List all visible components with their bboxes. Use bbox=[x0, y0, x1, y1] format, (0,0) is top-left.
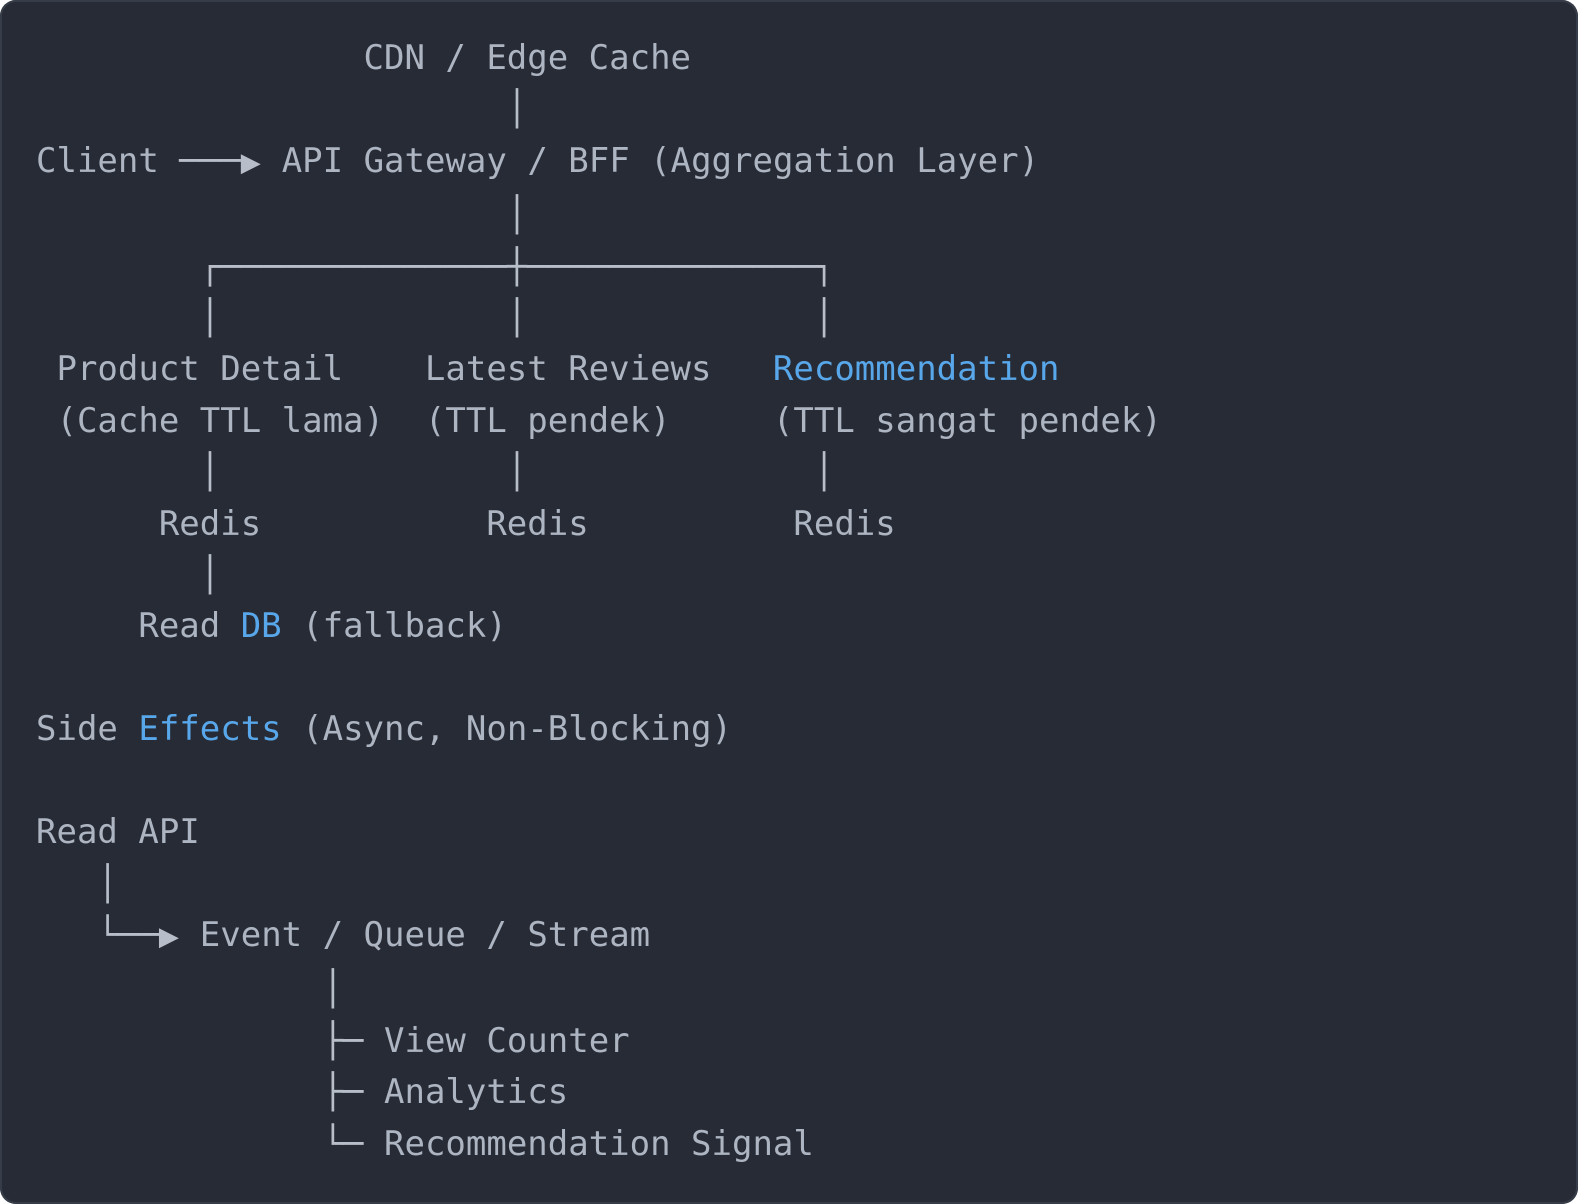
diagram-line bbox=[36, 756, 1162, 807]
diagram-line: │ bbox=[36, 550, 1162, 601]
arrowhead-icon: ▶ bbox=[158, 921, 179, 952]
diagram-line: Redis Redis Redis bbox=[36, 499, 1162, 550]
highlight-text: DB bbox=[240, 606, 282, 647]
diagram-line: Side Effects (Async, Non-Blocking) bbox=[36, 704, 1162, 755]
diagram-line: │ bbox=[36, 964, 1162, 1015]
diagram-text bbox=[36, 761, 56, 801]
arrowhead-icon: ▶ bbox=[240, 147, 261, 178]
diagram-text: View Counter bbox=[384, 1020, 630, 1061]
diagram-text: Client bbox=[36, 140, 180, 181]
diagram-text: Side bbox=[36, 709, 139, 750]
connector-glyphs: └── bbox=[36, 914, 159, 955]
connector-glyphs: ├─ bbox=[36, 1020, 384, 1061]
connector-glyphs: ├─ bbox=[36, 1072, 384, 1113]
diagram-line: CDN / Edge Cache bbox=[36, 33, 1162, 84]
diagram-line: └──▶ Event / Queue / Stream bbox=[36, 910, 1162, 964]
connector-glyphs: └─ bbox=[36, 1123, 384, 1164]
connector-glyphs: ┌──────────────┼──────────────┐ bbox=[36, 246, 835, 287]
diagram-text: Analytics bbox=[384, 1072, 569, 1113]
diagram-line: (Cache TTL lama) (TTL pendek) (TTL sanga… bbox=[36, 396, 1162, 447]
connector-glyphs: │ │ │ bbox=[36, 298, 835, 339]
diagram-line: └─ Recommendation Signal bbox=[36, 1119, 1162, 1170]
diagram-line: │ bbox=[36, 84, 1162, 135]
diagram-line: │ │ │ bbox=[36, 447, 1162, 498]
diagram-text: API Gateway / BFF (Aggregation Layer) bbox=[261, 140, 1040, 181]
diagram-line: Client ───▶ API Gateway / BFF (Aggregati… bbox=[36, 136, 1162, 190]
connector-glyphs: │ bbox=[36, 863, 118, 904]
architecture-diagram: CDN / Edge Cache │Client ───▶ API Gatewa… bbox=[36, 33, 1162, 1170]
diagram-line: │ bbox=[36, 190, 1162, 241]
connector-glyphs: │ bbox=[36, 89, 528, 130]
diagram-text: (Async, Non-Blocking) bbox=[281, 709, 732, 750]
diagram-line bbox=[36, 653, 1162, 704]
diagram-line: Read DB (fallback) bbox=[36, 601, 1162, 652]
diagram-text: Event / Queue / Stream bbox=[179, 914, 651, 955]
diagram-text bbox=[36, 658, 56, 698]
connector-glyphs: │ │ │ bbox=[36, 452, 835, 493]
connector-glyphs: │ bbox=[36, 555, 221, 596]
diagram-text: Product Detail Latest Reviews bbox=[36, 349, 773, 390]
diagram-text: Read API bbox=[36, 812, 200, 853]
diagram-text: Read bbox=[36, 606, 241, 647]
highlight-text: Effects bbox=[138, 709, 282, 750]
diagram-line: │ │ │ bbox=[36, 293, 1162, 344]
diagram-text: Redis Redis Redis bbox=[36, 503, 896, 544]
connector-glyphs: │ bbox=[36, 195, 528, 236]
diagram-line: Product Detail Latest Reviews Recommenda… bbox=[36, 344, 1162, 395]
diagram-line: ├─ View Counter bbox=[36, 1016, 1162, 1067]
diagram-text: (Cache TTL lama) (TTL pendek) (TTL sanga… bbox=[36, 400, 1162, 441]
diagram-line: │ bbox=[36, 859, 1162, 910]
diagram-text: (fallback) bbox=[281, 606, 507, 647]
diagram-text: CDN / Edge Cache bbox=[36, 38, 692, 78]
highlight-text: Recommendation bbox=[772, 349, 1060, 390]
diagram-text: Recommendation Signal bbox=[384, 1123, 814, 1164]
diagram-line: Read API bbox=[36, 807, 1162, 858]
diagram-line: ┌──────────────┼──────────────┐ bbox=[36, 242, 1162, 293]
diagram-line: ├─ Analytics bbox=[36, 1067, 1162, 1118]
connector-glyphs: ─── bbox=[179, 140, 241, 181]
connector-glyphs: │ bbox=[36, 969, 344, 1010]
